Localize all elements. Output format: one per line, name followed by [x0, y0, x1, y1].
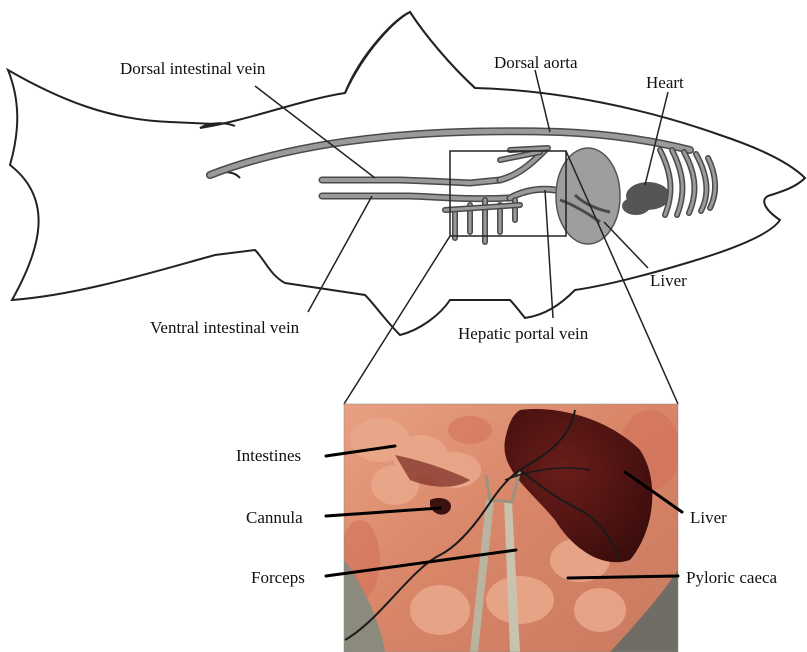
dissection-photo: [340, 404, 680, 652]
label-intestines: Intestines: [236, 446, 301, 465]
label-dorsal-intestinal-vein: Dorsal intestinal vein: [120, 59, 266, 78]
leader-hepatic-portal-vein: [545, 190, 553, 318]
label-pyloric-caeca: Pyloric caeca: [686, 568, 778, 587]
label-ventral-intestinal-vein: Ventral intestinal vein: [150, 318, 300, 337]
gill-arches: [660, 150, 715, 215]
zoom-line-left: [344, 236, 450, 404]
label-heart: Heart: [646, 73, 684, 92]
label-dorsal-aorta: Dorsal aorta: [494, 53, 578, 72]
dorsal-fin: [345, 12, 475, 93]
label-cannula: Cannula: [246, 508, 303, 527]
leader-dorsal-aorta: [535, 70, 550, 132]
leader-liver-upper: [604, 222, 648, 268]
label-hepatic-portal-vein: Hepatic portal vein: [458, 324, 589, 343]
label-forceps: Forceps: [251, 568, 305, 587]
label-liver-photo: Liver: [690, 508, 727, 527]
leader-pyloric-caeca: [568, 576, 678, 578]
label-liver-upper: Liver: [650, 271, 687, 290]
